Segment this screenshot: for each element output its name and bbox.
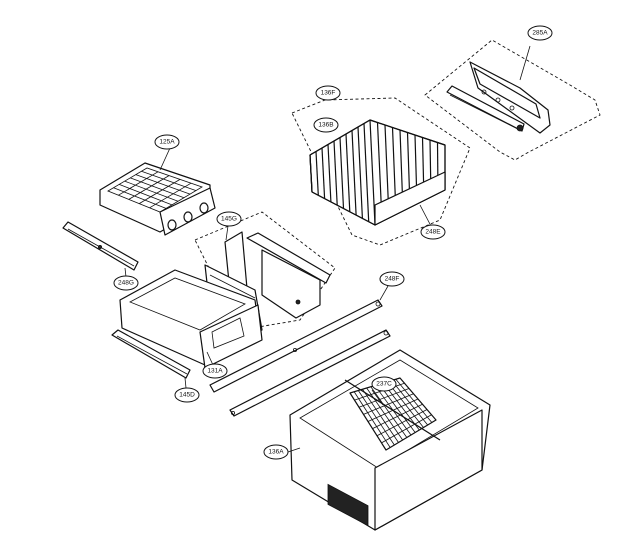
callout-136B-label: 136B	[318, 122, 333, 129]
callout-248E: 248E	[420, 224, 446, 240]
part-285A-rail-assembly	[424, 39, 601, 161]
callout-237C: 237C	[371, 376, 397, 392]
callout-136B: 136B	[313, 117, 339, 133]
callout-248F: 248F	[379, 271, 405, 287]
callout-131A: 131A	[202, 363, 228, 379]
callout-136A: 136A	[263, 444, 289, 460]
part-145D-slide-rail	[111, 329, 191, 389]
callout-136A-label: 136A	[268, 449, 284, 456]
callout-285A: 285A	[527, 25, 553, 41]
callout-145D-label: 145D	[179, 392, 195, 399]
part-248F-long-rails	[209, 285, 391, 417]
callout-145G: 145G	[216, 211, 242, 227]
callout-145G-label: 145G	[221, 216, 237, 223]
part-125A-tray	[99, 147, 216, 236]
callout-237C-label: 237C	[376, 381, 392, 388]
callout-285A-label: 285A	[532, 30, 548, 37]
part-136A-freezer-bin	[287, 349, 491, 531]
callout-131A-label: 131A	[207, 368, 223, 375]
callout-248E-label: 248E	[425, 229, 441, 236]
callout-125A-label: 125A	[159, 139, 175, 146]
callout-125A: 125A	[154, 134, 180, 150]
callout-248G: 248G	[113, 275, 139, 291]
callout-248G-label: 248G	[118, 280, 134, 287]
callout-136F-label: 136F	[321, 90, 336, 97]
callout-248F-label: 248F	[385, 276, 400, 283]
callout-136F: 136F	[315, 85, 341, 101]
part-136B-wire-basket	[309, 119, 446, 229]
part-136F-basket-group	[291, 97, 471, 246]
callout-145D: 145D	[174, 387, 200, 403]
part-131A-crisper-drawer	[119, 269, 263, 369]
part-248G-bracket	[62, 221, 139, 278]
